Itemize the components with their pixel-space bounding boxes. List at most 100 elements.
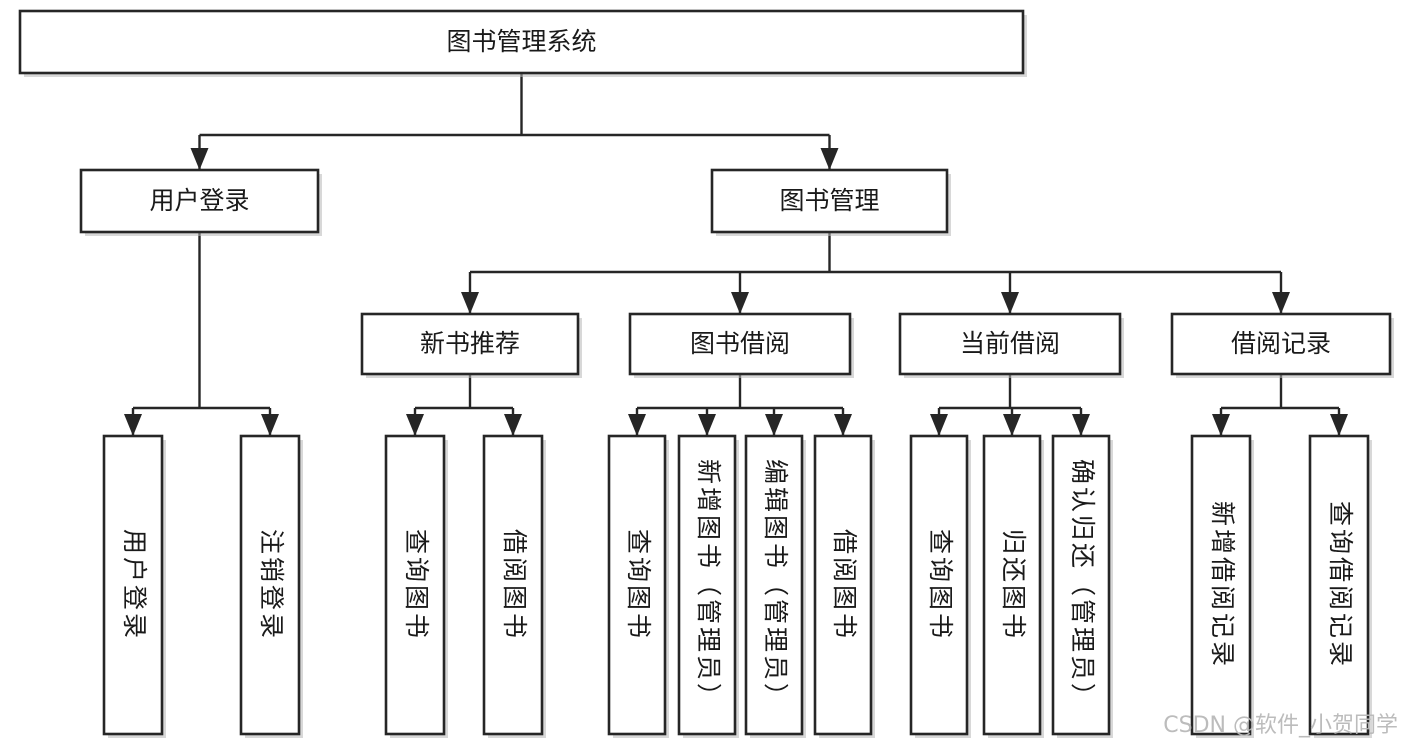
edge-group-new-book-recommend <box>406 374 522 436</box>
node-label: 借阅图书 <box>500 529 529 641</box>
node-label: 查询图书 <box>402 529 431 641</box>
node-label: 当前借阅 <box>960 329 1060 358</box>
vertical-text-wrapper: 用户登录 <box>120 529 149 641</box>
node-book-borrow[interactable]: 图书借阅 <box>628 312 854 378</box>
edge-group-user-login <box>124 232 279 436</box>
node-box[interactable] <box>1170 312 1392 376</box>
node-label: 确认归还（管理员） <box>1068 459 1097 711</box>
arrow-head-icon <box>1272 292 1290 314</box>
node-box[interactable] <box>482 434 544 736</box>
node-label: 新增借阅记录 <box>1208 501 1237 669</box>
vertical-text-wrapper: 查询借阅记录 <box>1326 501 1355 669</box>
arrow-head-icon <box>698 414 716 436</box>
node-label: 查询借阅记录 <box>1326 501 1355 669</box>
arrow-head-icon <box>124 414 142 436</box>
arrow-head-icon <box>628 414 646 436</box>
arrow-head-icon <box>504 414 522 436</box>
arrow-head-icon <box>1001 292 1019 314</box>
node-layer: 图书管理系统用户登录图书管理新书推荐图书借阅当前借阅借阅记录用户登录注销登录查询… <box>18 9 1394 738</box>
node-book-manage[interactable]: 图书管理 <box>710 168 951 236</box>
node-box[interactable] <box>744 434 804 736</box>
node-leaf-edit-book[interactable]: 编辑图书（管理员） <box>744 434 806 738</box>
vertical-text-wrapper: 注销登录 <box>257 529 286 641</box>
vertical-text-wrapper: 查询图书 <box>624 529 653 641</box>
node-leaf-logout[interactable]: 注销登录 <box>239 434 303 738</box>
node-leaf-query-record[interactable]: 查询借阅记录 <box>1308 434 1372 738</box>
arrow-head-icon <box>1072 414 1090 436</box>
connector-layer <box>124 73 1348 436</box>
node-leaf-borrow-book-2[interactable]: 借阅图书 <box>813 434 875 738</box>
node-label: 图书管理系统 <box>446 27 596 56</box>
vertical-text-wrapper: 查询图书 <box>926 529 955 641</box>
node-box[interactable] <box>1190 434 1252 736</box>
node-label: 新增图书（管理员） <box>694 459 723 711</box>
arrow-head-icon <box>1003 414 1021 436</box>
node-box[interactable] <box>360 312 580 376</box>
arrow-head-icon <box>461 292 479 314</box>
node-box[interactable] <box>18 9 1025 75</box>
node-leaf-confirm-return[interactable]: 确认归还（管理员） <box>1051 434 1113 738</box>
node-box[interactable] <box>384 434 446 736</box>
arrow-head-icon <box>834 414 852 436</box>
node-current-borrow[interactable]: 当前借阅 <box>898 312 1124 378</box>
node-leaf-user-login[interactable]: 用户登录 <box>102 434 166 738</box>
node-box[interactable] <box>607 434 667 736</box>
node-label: 图书管理 <box>779 186 879 215</box>
node-box[interactable] <box>239 434 301 736</box>
vertical-text-wrapper: 借阅图书 <box>830 529 859 641</box>
node-box[interactable] <box>102 434 164 736</box>
node-box[interactable] <box>677 434 737 736</box>
node-label: 注销登录 <box>257 529 286 641</box>
node-leaf-borrow-book-1[interactable]: 借阅图书 <box>482 434 546 738</box>
node-new-book-recommend[interactable]: 新书推荐 <box>360 312 582 378</box>
arrow-head-icon <box>261 414 279 436</box>
edge-group-root <box>190 73 839 170</box>
node-borrow-record[interactable]: 借阅记录 <box>1170 312 1394 378</box>
edge-group-current-borrow <box>930 374 1090 436</box>
node-box[interactable] <box>628 312 852 376</box>
node-label: 图书借阅 <box>690 329 790 358</box>
arrow-head-icon <box>820 148 839 170</box>
node-leaf-query-book-1[interactable]: 查询图书 <box>384 434 448 738</box>
vertical-text-wrapper: 编辑图书（管理员） <box>761 459 790 711</box>
node-leaf-add-book[interactable]: 新增图书（管理员） <box>677 434 739 738</box>
arrow-head-icon <box>190 148 209 170</box>
edge-group-book-borrow <box>628 374 852 436</box>
vertical-text-wrapper: 新增图书（管理员） <box>694 459 723 711</box>
node-box[interactable] <box>813 434 873 736</box>
node-root[interactable]: 图书管理系统 <box>18 9 1027 77</box>
edge-group-borrow-record <box>1212 374 1348 436</box>
node-user-login[interactable]: 用户登录 <box>79 168 322 236</box>
node-leaf-query-book-3[interactable]: 查询图书 <box>909 434 971 738</box>
vertical-text-wrapper: 确认归还（管理员） <box>1068 459 1097 711</box>
node-label: 用户登录 <box>149 186 249 215</box>
vertical-text-wrapper: 新增借阅记录 <box>1208 501 1237 669</box>
node-box[interactable] <box>1308 434 1370 736</box>
node-label: 编辑图书（管理员） <box>761 459 790 711</box>
edge-group-book-manage <box>461 232 1290 314</box>
node-label: 查询图书 <box>926 529 955 641</box>
arrow-head-icon <box>731 292 749 314</box>
node-box[interactable] <box>1051 434 1111 736</box>
arrow-head-icon <box>406 414 424 436</box>
node-label: 新书推荐 <box>420 329 520 358</box>
node-box[interactable] <box>79 168 320 234</box>
csdn-watermark: CSDN @软件_小贺同学 <box>1163 713 1398 738</box>
node-box[interactable] <box>898 312 1122 376</box>
arrow-head-icon <box>930 414 948 436</box>
node-leaf-return-book[interactable]: 归还图书 <box>982 434 1044 738</box>
node-leaf-add-record[interactable]: 新增借阅记录 <box>1190 434 1254 738</box>
node-box[interactable] <box>909 434 969 736</box>
node-label: 用户登录 <box>120 529 149 641</box>
node-label: 归还图书 <box>999 529 1028 641</box>
node-box[interactable] <box>710 168 949 234</box>
arrow-head-icon <box>1212 414 1230 436</box>
arrow-head-icon <box>1330 414 1348 436</box>
node-box[interactable] <box>982 434 1042 736</box>
node-leaf-query-book-2[interactable]: 查询图书 <box>607 434 669 738</box>
vertical-text-wrapper: 借阅图书 <box>500 529 529 641</box>
vertical-text-wrapper: 归还图书 <box>999 529 1028 641</box>
vertical-text-wrapper: 查询图书 <box>402 529 431 641</box>
